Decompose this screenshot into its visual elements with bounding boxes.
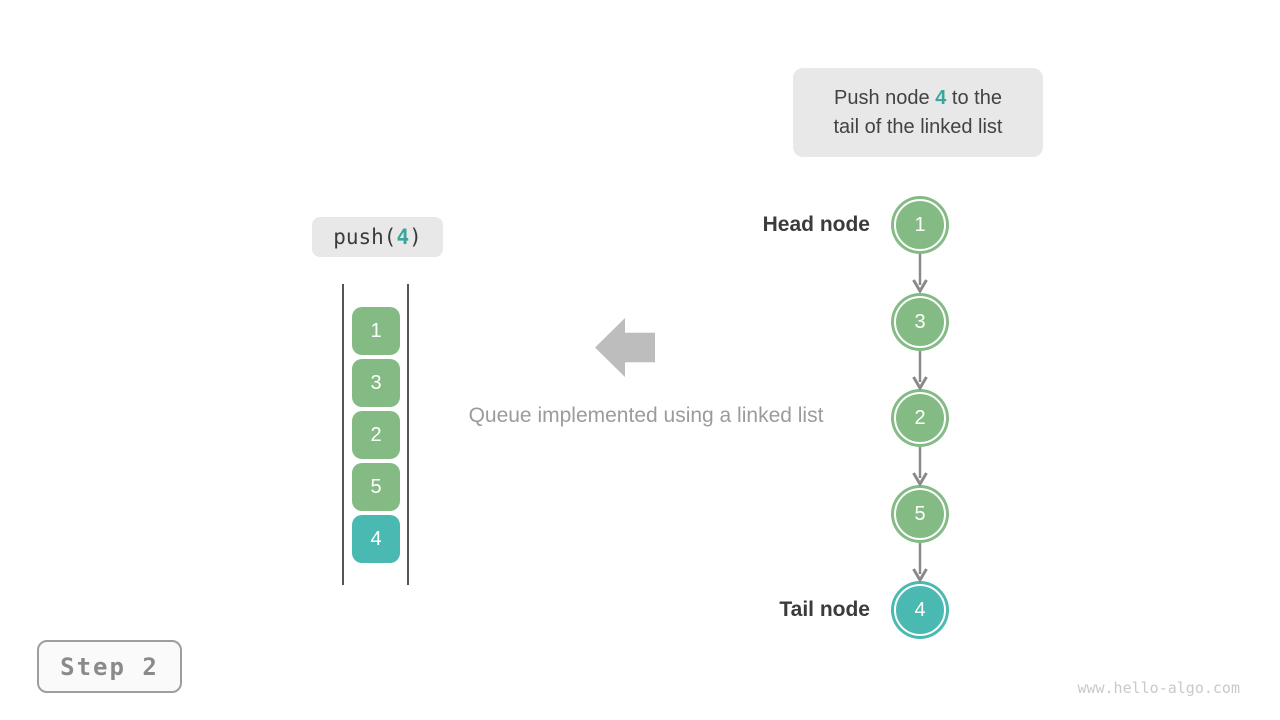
list-node-value: 5 bbox=[894, 488, 946, 540]
push-operation-label: push(4) bbox=[312, 217, 443, 257]
queue-item: 2 bbox=[352, 411, 400, 459]
left-block-arrow-icon bbox=[595, 318, 655, 377]
head-node-label: Head node bbox=[762, 213, 870, 236]
operation-text: ) bbox=[409, 225, 422, 249]
queue-left-wall bbox=[342, 284, 344, 585]
tail-node-label: Tail node bbox=[779, 598, 870, 621]
callout-line1: Push node 4 to the bbox=[834, 84, 1002, 113]
list-node: 2 bbox=[891, 389, 949, 447]
operation-value: 4 bbox=[396, 225, 410, 249]
arrow-down-icon bbox=[912, 543, 928, 582]
callout-text: to the bbox=[946, 86, 1002, 109]
arrow-down-icon bbox=[912, 254, 928, 293]
queue-right-wall bbox=[407, 284, 409, 585]
queue-caption: Queue implemented using a linked list bbox=[468, 404, 824, 427]
queue-item: 5 bbox=[352, 463, 400, 511]
callout-line2: tail of the linked list bbox=[833, 115, 1003, 138]
list-node: 3 bbox=[891, 293, 949, 351]
callout-value: 4 bbox=[935, 86, 947, 109]
operation-text: push( bbox=[333, 225, 397, 249]
queue-item: 1 bbox=[352, 307, 400, 355]
arrow-down-icon bbox=[912, 351, 928, 390]
callout-text: Push node bbox=[834, 86, 936, 109]
list-node-value: 2 bbox=[894, 392, 946, 444]
step-badge: Step 2 bbox=[37, 640, 182, 693]
list-node: 4 bbox=[891, 581, 949, 639]
list-node-value: 3 bbox=[894, 296, 946, 348]
list-node-value: 4 bbox=[894, 584, 946, 636]
list-node: 1 bbox=[891, 196, 949, 254]
callout-bubble: Push node 4 to the tail of the linked li… bbox=[793, 68, 1043, 157]
watermark: www.hello-algo.com bbox=[1077, 679, 1240, 697]
list-node: 5 bbox=[891, 485, 949, 543]
queue-item: 4 bbox=[352, 515, 400, 563]
list-node-value: 1 bbox=[894, 199, 946, 251]
arrow-down-icon bbox=[912, 447, 928, 486]
queue-item: 3 bbox=[352, 359, 400, 407]
